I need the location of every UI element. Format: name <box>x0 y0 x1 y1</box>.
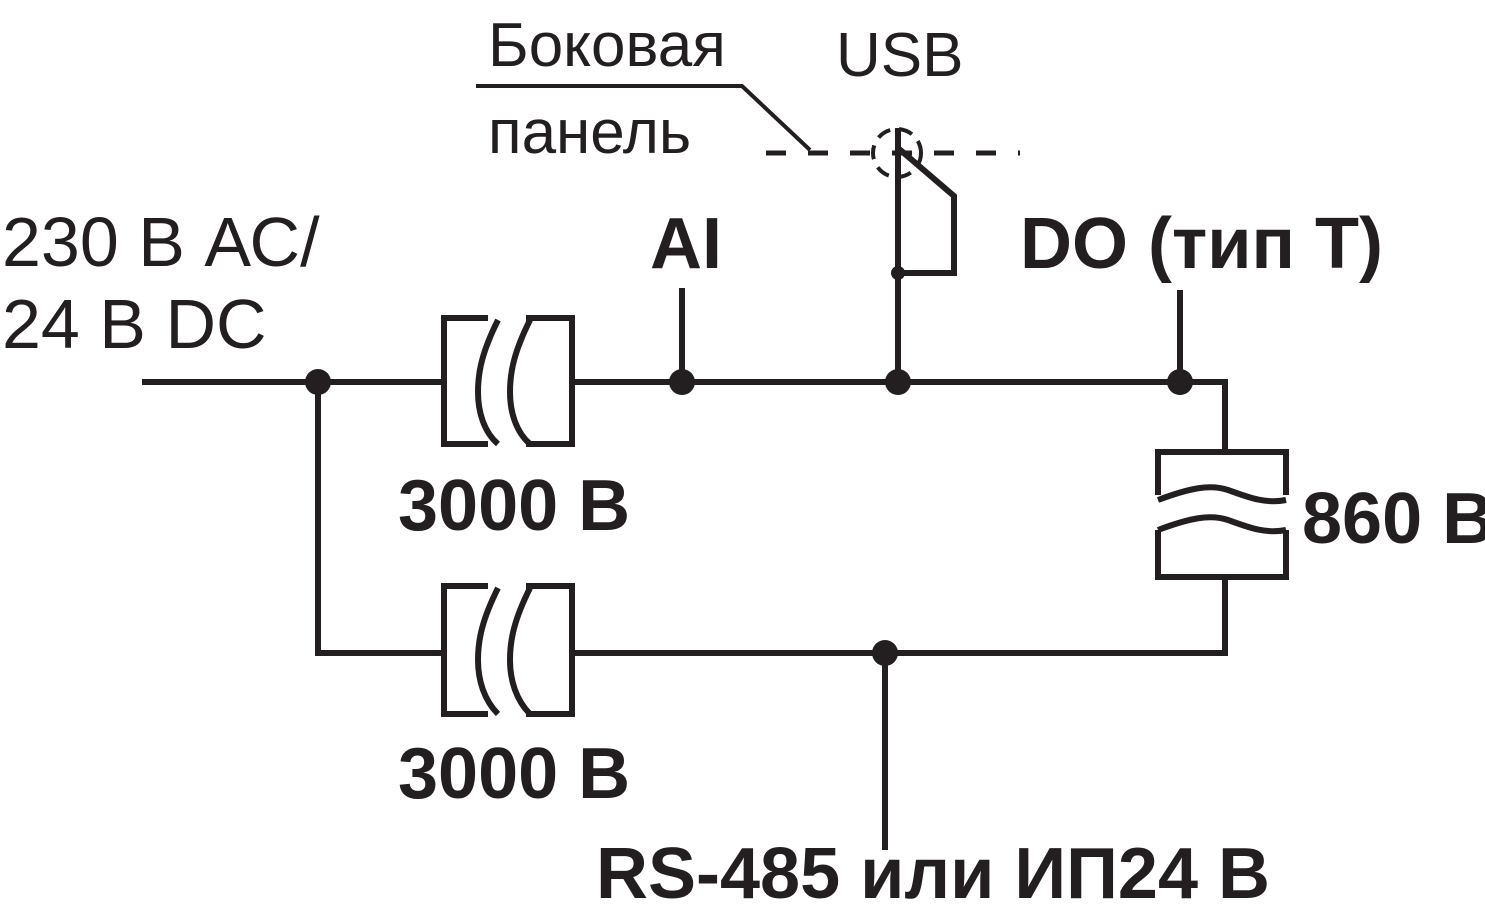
power-label-line2: 24 В DC <box>2 285 267 363</box>
rs485-label: RS-485 или ИП24 В <box>596 834 1270 914</box>
do-junction-node <box>1167 369 1193 395</box>
side-panel-label-line2: панель <box>488 98 691 167</box>
ai-label: AI <box>650 204 722 284</box>
isolation-barrier-top <box>441 315 575 447</box>
isolation-bottom-label: 3000 В <box>398 734 630 814</box>
usb-junction-node <box>891 266 905 280</box>
power-bottom-branch-wire <box>315 382 444 656</box>
do-label: DO (тип Т) <box>1020 204 1383 284</box>
isolation-top-label: 3000 В <box>398 466 630 546</box>
usb-label: USB <box>836 21 963 90</box>
usb-port-icon <box>871 127 923 179</box>
usb-bus-junction-node <box>885 369 911 395</box>
side-panel-label-line1: Боковая <box>488 11 726 80</box>
isolation-right-label: 860 В <box>1302 479 1485 559</box>
isolation-barrier-bottom <box>441 583 575 717</box>
isolation-barrier-right <box>1155 449 1289 580</box>
usb-shield-wire <box>896 145 957 276</box>
top-bus-wire <box>572 379 1228 450</box>
side-panel-leader-line <box>476 84 812 152</box>
ai-junction-node <box>669 369 695 395</box>
power-label-line1: 230 В АС/ <box>2 203 320 281</box>
bottom-bus-wire <box>572 577 1228 656</box>
